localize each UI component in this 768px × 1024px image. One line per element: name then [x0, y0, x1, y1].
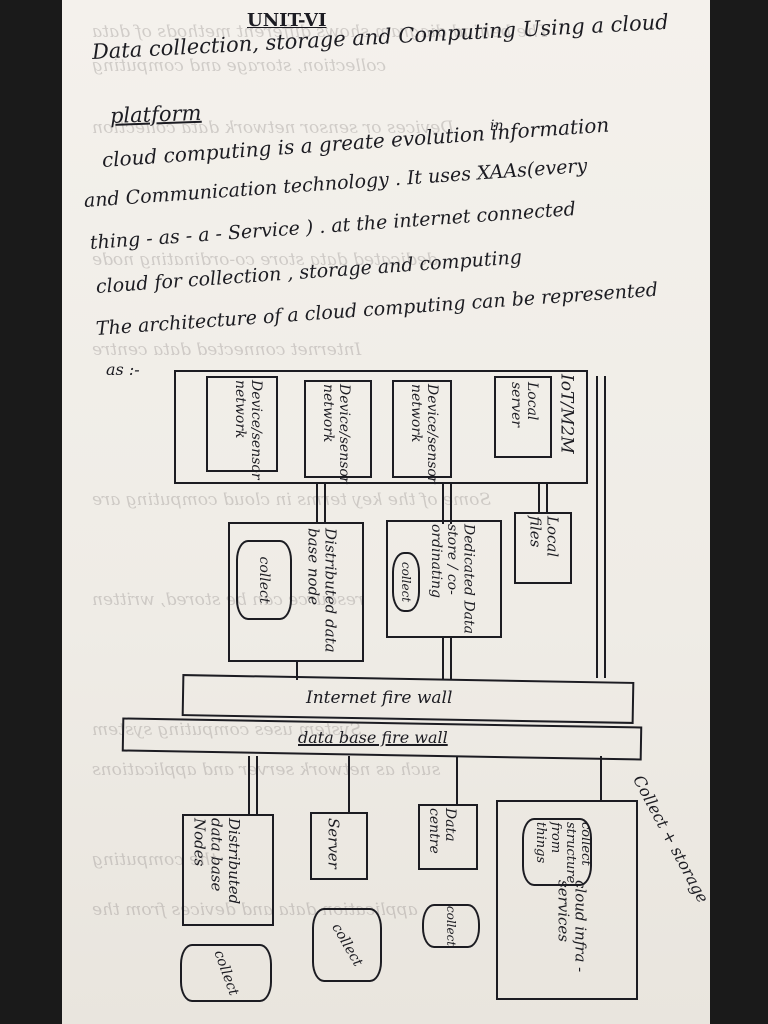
iot-layer-box: [174, 370, 588, 484]
cloud-infra-label: cloud infra - services: [554, 880, 590, 973]
collect-cylinder-4: collect: [312, 908, 382, 982]
collect-cylinder-2: collect: [392, 552, 420, 612]
device-network-box-a: [206, 376, 278, 472]
connector: [450, 482, 452, 524]
connector: [546, 482, 548, 512]
connector: [442, 482, 444, 524]
notebook-page: The behind diagram shows different metho…: [62, 0, 710, 1024]
dedicated-store-label: Dedicated Data store / co-ordinating: [428, 524, 477, 635]
connector: [296, 660, 298, 680]
distributed-db-label: Distributed data base node: [304, 528, 340, 653]
iot-label: IoT/M2M: [556, 374, 577, 454]
connector: [442, 636, 444, 680]
connector: [596, 376, 598, 678]
device-network-label-b: Device/sensor network: [320, 384, 353, 484]
local-server-label: Local server: [508, 382, 541, 428]
device-network-box-b: [304, 380, 372, 478]
connector: [256, 756, 258, 816]
dedicated-store-box: [386, 520, 502, 638]
cloud-infra-box: [496, 800, 638, 1000]
local-server-box: [494, 376, 552, 458]
title-line-2: platform: [109, 100, 202, 128]
internet-firewall-label: Internet fire wall: [306, 688, 453, 708]
database-firewall-label: data base fire wall: [298, 728, 448, 747]
connector: [600, 756, 602, 800]
local-files-box: [514, 512, 572, 584]
connector: [324, 482, 326, 524]
connector: [450, 636, 452, 680]
bleed-through: such as network server and applications: [92, 760, 441, 780]
architecture-line-2: as :-: [106, 360, 140, 379]
unit-heading: UNIT-VI: [247, 10, 327, 31]
collect-storage-label: Collect + storage: [629, 772, 710, 907]
collect-label: collect: [444, 905, 458, 947]
collect-cylinder-1: collect: [236, 540, 292, 620]
device-network-box-c: [392, 380, 452, 478]
collect-cylinder-5: collect: [422, 904, 480, 948]
distributed-db-nodes-box: [182, 814, 274, 926]
bleed-through: Some of the key terms in cloud computing…: [92, 490, 492, 510]
connector: [456, 756, 458, 806]
collect-label: collect: [256, 556, 272, 604]
distributed-db-nodes-label: Distributed data base Nodes: [190, 818, 243, 905]
paragraph-insert: in: [490, 118, 504, 134]
collect-label: collect: [210, 948, 242, 998]
connector: [248, 756, 250, 816]
device-network-label-c: Device/sensor network: [408, 384, 441, 484]
connector: [604, 376, 606, 678]
data-centre-label: Data centre: [426, 808, 459, 854]
collect-label: collect: [399, 561, 413, 603]
server-box: [310, 812, 368, 880]
device-network-label-a: Device/sensor network: [232, 380, 265, 480]
bleed-through: Internet connected data centre: [92, 340, 362, 360]
local-files-label: Local files: [526, 516, 562, 558]
collect-structure-cylinder: [522, 818, 592, 886]
server-label: Server: [324, 818, 343, 869]
collect-cylinder-3: collect: [180, 944, 272, 1002]
connector: [316, 482, 318, 524]
data-centre-box: [418, 804, 478, 870]
collect-label: collect: [328, 920, 366, 970]
connector: [538, 482, 540, 512]
connector: [348, 756, 350, 812]
collect-structure-label: collect structure from things: [532, 822, 593, 884]
